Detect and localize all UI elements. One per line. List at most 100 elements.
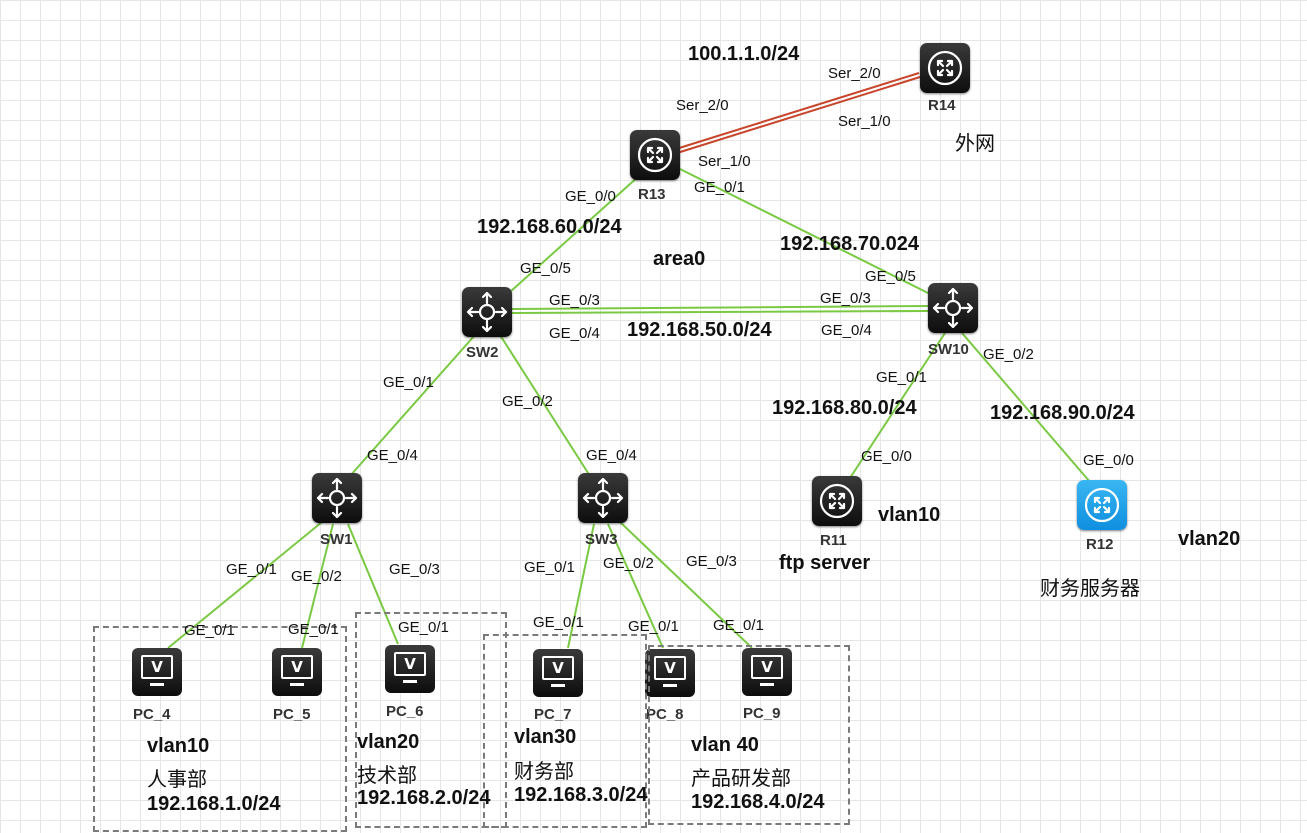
port-label: GE_0/1 (713, 617, 764, 634)
link-r13-sw10 (677, 167, 931, 295)
port-label: GE_0/3 (686, 553, 737, 570)
network-label-r13-sw2: 192.168.60.0/24 (477, 216, 622, 238)
external-network-label: 外网 (955, 131, 995, 155)
pc-pc7[interactable]: V (533, 649, 583, 697)
r12-vlan-label: vlan20 (1178, 528, 1241, 550)
port-label: GE_0/2 (502, 393, 553, 410)
pc-pc4[interactable]: V (132, 648, 182, 696)
link-sw10-r12 (961, 332, 1091, 483)
vlan-group-box-1 (93, 626, 347, 832)
device-label-r11: R11 (820, 532, 847, 549)
switch-sw3[interactable] (578, 473, 628, 523)
network-label-sw10-r12: 192.168.90.0/24 (990, 402, 1135, 424)
group-subnet-label: 192.168.1.0/24 (147, 793, 281, 815)
router-r14[interactable] (920, 43, 970, 93)
port-label: GE_0/4 (586, 447, 637, 464)
port-label: GE_0/1 (184, 622, 235, 639)
device-label-r12: R12 (1086, 536, 1114, 553)
r11-vlan-label: vlan10 (878, 504, 941, 526)
link-r13-sw2 (509, 174, 641, 293)
port-label: GE_0/2 (983, 346, 1034, 363)
group-vlan-label: vlan20 (357, 731, 420, 753)
switch-sw1[interactable] (312, 473, 362, 523)
device-label-sw2: SW2 (466, 344, 499, 361)
port-label: GE_0/1 (694, 179, 745, 196)
link-sw2-sw10-a (511, 305, 929, 310)
port-label: Ser_1/0 (838, 113, 891, 130)
r11-role-label: ftp server (779, 552, 871, 574)
area-label: area0 (653, 248, 706, 270)
port-label: GE_0/1 (288, 621, 339, 638)
network-label-r13-sw10: 192.168.70.024 (780, 233, 920, 255)
pc-stand (290, 683, 304, 686)
port-label: GE_0/0 (1083, 452, 1134, 469)
group-subnet-label: 192.168.3.0/24 (514, 784, 648, 806)
pc-pc6[interactable]: V (385, 645, 435, 693)
router-r12[interactable] (1077, 480, 1127, 530)
port-label: GE_0/0 (861, 448, 912, 465)
switch-sw2[interactable] (462, 287, 512, 337)
link-sw3-pc8 (607, 523, 664, 649)
device-label-sw3: SW3 (585, 531, 618, 548)
pc-stand (150, 683, 164, 686)
r12-role-label: 财务服务器 (1040, 576, 1140, 600)
port-label: GE_0/4 (821, 322, 872, 339)
device-label-pc6: PC_6 (386, 703, 424, 720)
link-sw2-sw1 (349, 334, 476, 477)
link-sw3-pc7 (567, 523, 595, 649)
group-dept-label: 技术部 (357, 763, 417, 787)
group-dept-label: 人事部 (147, 767, 207, 791)
pc-pc8[interactable]: V (645, 649, 695, 697)
network-label-wan: 100.1.1.0/24 (688, 43, 800, 65)
device-label-pc9: PC_9 (743, 705, 781, 722)
group-dept-label: 财务部 (514, 759, 574, 783)
link-r13-r14-serial-a (675, 72, 920, 150)
port-label: GE_0/1 (876, 369, 927, 386)
device-label-sw10: SW10 (928, 341, 969, 358)
device-label-r14: R14 (928, 97, 956, 114)
port-label: Ser_1/0 (698, 153, 751, 170)
device-label-pc7: PC_7 (534, 706, 572, 723)
pc-stand (760, 683, 774, 686)
group-vlan-label: vlan30 (514, 726, 577, 748)
network-label-sw10-r11: 192.168.80.0/24 (772, 397, 917, 419)
link-sw3-pc9 (619, 521, 753, 649)
port-label: GE_0/3 (389, 561, 440, 578)
port-label: Ser_2/0 (676, 97, 729, 114)
vlan-group-box-2 (355, 612, 507, 828)
network-label-sw2-sw10: 192.168.50.0/24 (627, 319, 772, 341)
router-r11[interactable] (812, 476, 862, 526)
port-label: Ser_2/0 (828, 65, 881, 82)
port-label: GE_0/5 (520, 260, 571, 277)
pc-stand (663, 684, 677, 687)
router-r13[interactable] (630, 130, 680, 180)
device-label-sw1: SW1 (320, 531, 353, 548)
device-label-pc5: PC_5 (273, 706, 311, 723)
pc-pc5[interactable]: V (272, 648, 322, 696)
port-label: GE_0/4 (367, 447, 418, 464)
switch-sw10[interactable] (928, 283, 978, 333)
vlan-group-box-4 (648, 645, 850, 825)
link-sw1-pc6 (347, 523, 399, 645)
device-label-pc8: PC_8 (646, 706, 684, 723)
link-sw10-r11 (849, 332, 946, 479)
vlan-group-box-3 (483, 634, 647, 828)
port-label: GE_0/1 (524, 559, 575, 576)
pc-icon: V (751, 655, 783, 679)
device-label-pc4: PC_4 (133, 706, 171, 723)
group-subnet-label: 192.168.4.0/24 (691, 791, 825, 813)
port-label: GE_0/2 (291, 568, 342, 585)
pc-icon: V (281, 655, 313, 679)
group-vlan-label: vlan 40 (691, 734, 759, 756)
link-sw2-sw10-b (511, 310, 929, 314)
pc-stand (403, 680, 417, 683)
pc-icon: V (394, 652, 426, 676)
group-subnet-label: 192.168.2.0/24 (357, 787, 491, 809)
group-dept-label: 产品研发部 (691, 766, 791, 790)
pc-pc9[interactable]: V (742, 648, 792, 696)
port-label: GE_0/3 (549, 292, 600, 309)
link-sw2-sw3 (499, 334, 591, 477)
pc-stand (551, 684, 565, 687)
